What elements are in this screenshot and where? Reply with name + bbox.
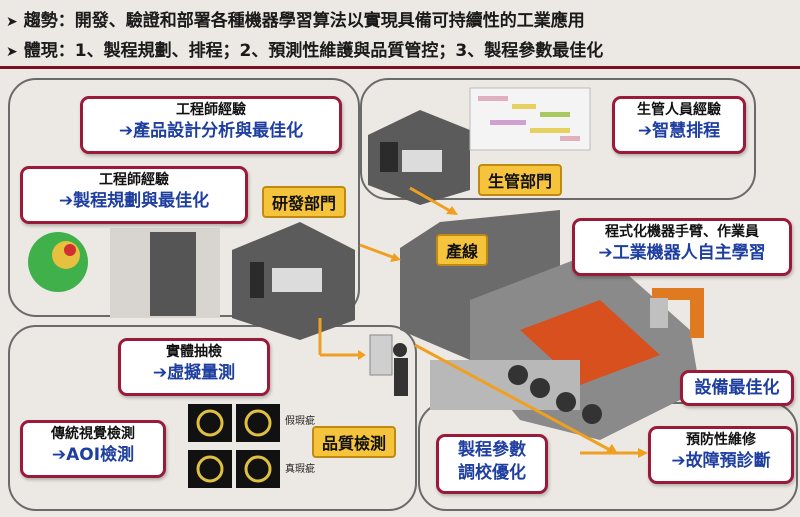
manifest-line: ➤ 體現：1、製程規劃、排程；2、預測性維護與品質管控；3、製程參數最佳化 <box>6 36 603 61</box>
product-design-value: ➔產品設計分析與最佳化 <box>118 121 304 141</box>
inspection-worker-icon <box>369 334 408 396</box>
defect-image-real-1 <box>188 450 232 488</box>
schedule-board-icon <box>469 87 591 151</box>
bullet-arrow-icon: ➤ <box>6 14 18 30</box>
production-mgmt-panel <box>360 78 756 200</box>
production-line-tag: 產線 <box>436 234 489 266</box>
rd-tag: 研發部門 <box>262 186 347 218</box>
process-param-callout: 製程參數 調校優化 <box>436 434 548 494</box>
arrow-rd-to-line <box>359 243 396 260</box>
trend-text: 趨勢：開發、驗證和部署各種機器學習算法以實現具備可持續性的工業應用 <box>23 11 585 31</box>
aoi-label: 傳統視覺檢測 <box>51 426 135 442</box>
aoi-value: ➔AOI檢測 <box>51 445 135 465</box>
real-defect-label: 真瑕疵 <box>285 464 315 475</box>
process-param-line1: 製程參數 <box>458 440 526 460</box>
arrow-mgmt-to-line <box>409 186 453 214</box>
server-rack-icon <box>150 232 196 316</box>
bullet-arrow-icon: ➤ <box>6 44 18 60</box>
predictive-callout: 預防性維修 ➔故障預診斷 <box>648 426 794 484</box>
header-divider <box>0 66 800 69</box>
virtual-metrology-value: ➔虛擬量測 <box>152 363 236 383</box>
robot-label: 程式化機器手臂、作業員 <box>605 224 759 240</box>
defect-image-fake-1 <box>188 404 232 442</box>
product-design-callout: 工程師經驗 ➔產品設計分析與最佳化 <box>80 96 342 154</box>
equipment-value: 設備最佳化 <box>694 378 780 398</box>
process-param-line2: 調校優化 <box>458 463 526 483</box>
defect-image-fake-2 <box>236 404 280 442</box>
scheduling-value: ➔智慧排程 <box>637 121 721 141</box>
process-planning-value: ➔製程規劃與最佳化 <box>58 191 210 211</box>
virtual-metrology-label: 實體抽檢 <box>166 344 222 360</box>
arrowheads <box>358 206 648 458</box>
scheduling-callout: 生管人員經驗 ➔智慧排程 <box>612 96 746 154</box>
rd-room-icon <box>232 222 355 340</box>
fake-defect-label: 假瑕疵 <box>285 416 315 427</box>
quality-panel <box>8 325 417 511</box>
aoi-callout: 傳統視覺檢測 ➔AOI檢測 <box>20 420 166 478</box>
manifest-text: 體現：1、製程規劃、排程；2、預測性維護與品質管控；3、製程參數最佳化 <box>23 41 604 61</box>
flow-arrows <box>318 186 640 455</box>
production-mgmt-tag: 生管部門 <box>478 164 563 196</box>
production-mgmt-room-icon <box>368 110 470 205</box>
predictive-value: ➔故障預診斷 <box>671 451 771 471</box>
arrow-quality-to-line <box>414 343 611 452</box>
product-design-label: 工程師經驗 <box>176 102 246 118</box>
scheduling-label: 生管人員經驗 <box>637 102 721 118</box>
trend-line: ➤ 趨勢：開發、驗證和部署各種機器學習算法以實現具備可持續性的工業應用 <box>6 6 585 31</box>
robot-value: ➔工業機器人自主學習 <box>598 243 766 263</box>
equipment-callout: 設備最佳化 <box>680 370 794 406</box>
process-planning-label: 工程師經驗 <box>99 172 169 188</box>
quality-tag: 品質檢測 <box>312 426 397 458</box>
robot-callout: 程式化機器手臂、作業員 ➔工業機器人自主學習 <box>572 218 792 276</box>
predictive-label: 預防性維修 <box>686 432 756 448</box>
robot-arm-icon <box>650 288 704 338</box>
virtual-metrology-callout: 實體抽檢 ➔虛擬量測 <box>118 338 270 396</box>
defect-image-real-2 <box>236 450 280 488</box>
process-planning-callout: 工程師經驗 ➔製程規劃與最佳化 <box>20 166 248 224</box>
